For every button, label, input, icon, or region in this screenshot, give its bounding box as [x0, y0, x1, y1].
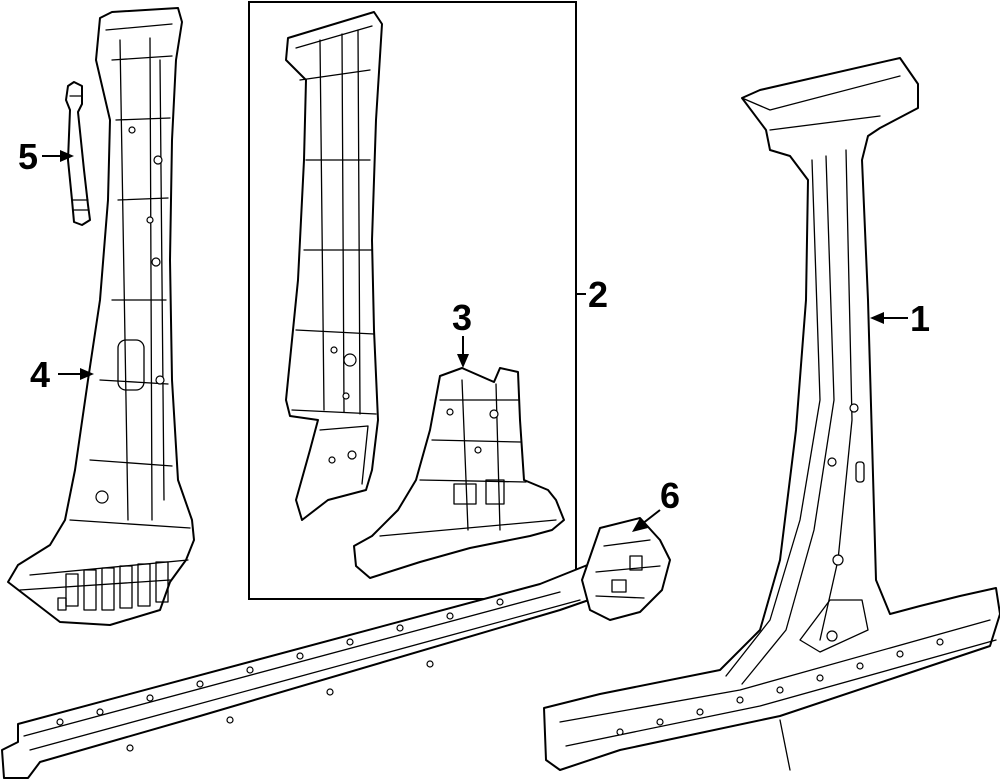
callout-5: 5: [18, 136, 38, 177]
callout-4: 4: [30, 354, 50, 395]
callout-1: 1: [910, 298, 930, 339]
part-1-outer-pillar[interactable]: [543, 57, 1000, 771]
callout-6: 6: [660, 475, 680, 516]
rocker-panel[interactable]: [1, 559, 615, 779]
part-5-bracket[interactable]: [65, 81, 91, 226]
arrow-6: [632, 518, 648, 532]
arrow-1: [870, 312, 884, 324]
part-3-lower-reinforcement[interactable]: [353, 367, 565, 579]
callout-3: 3: [452, 297, 472, 338]
part-2-upper-reinforcement[interactable]: [285, 11, 383, 521]
arrow-5: [60, 150, 74, 162]
part-4-inner-pillar[interactable]: [7, 7, 195, 626]
group-2-frame: [248, 1, 577, 600]
arrow-3: [457, 354, 469, 368]
arrow-4: [80, 368, 94, 380]
callout-2: 2: [588, 274, 608, 315]
part-6-end-bracket[interactable]: [581, 517, 671, 621]
